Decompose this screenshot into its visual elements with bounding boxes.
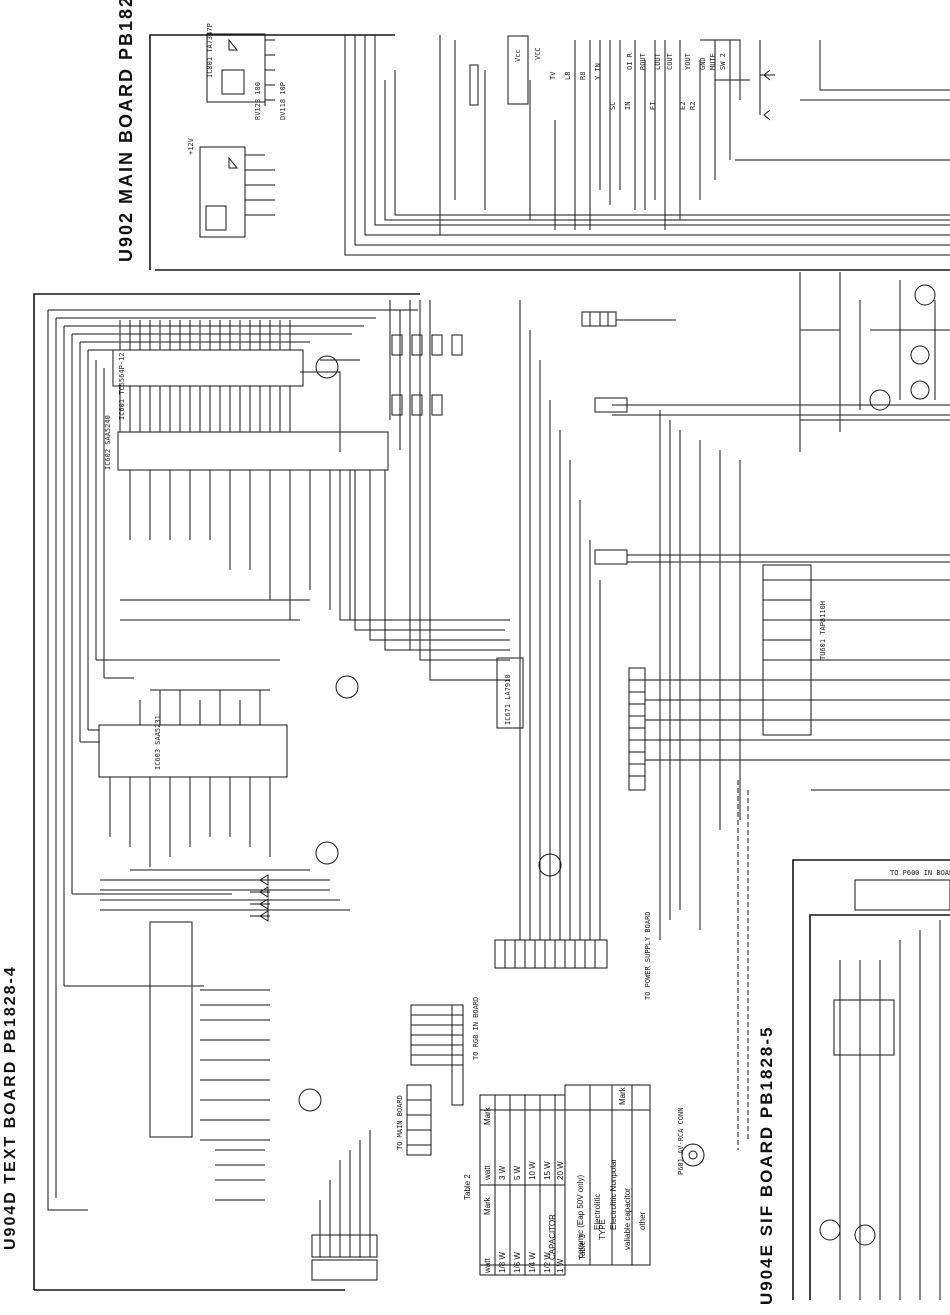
middle-connectors — [494, 300, 950, 1300]
svg-text:R8: R8 — [579, 72, 587, 80]
svg-text:ROUT: ROUT — [639, 52, 647, 70]
res-header-watt: watt — [483, 1258, 492, 1274]
res-row-watt2: 15 W — [543, 1161, 552, 1180]
main-board-outline — [149, 34, 950, 271]
ic602-body — [117, 431, 389, 471]
res-header-mark2: Mark — [483, 1106, 492, 1125]
res-row-watt: 1/8 W — [498, 1252, 507, 1273]
svg-text:R2: R2 — [689, 102, 697, 110]
text-board-outline — [33, 293, 420, 1291]
tuner-block — [762, 564, 812, 736]
jack-label: P601 AV-RCA CONN — [677, 1108, 685, 1175]
conn-mid-2 — [594, 549, 628, 565]
dv-label: DV118 10P — [279, 82, 287, 120]
text-board-title: U904D TEXT BOARD PB1828-4 — [2, 965, 19, 1250]
ic602-label: IC602 SAA5240 — [104, 415, 112, 470]
resistor-table-text: Table 2 watt Mark watt Mark 1/8 W 1/6 W … — [463, 1106, 565, 1274]
svg-text:OI R: OI R — [626, 52, 634, 70]
capacitor-table-text: CAPACITOR Table 3 TYPE Mark ceramic (Eap… — [548, 1086, 647, 1260]
svg-text:SW 2: SW 2 — [719, 53, 727, 70]
svg-text:E2: E2 — [679, 102, 687, 110]
main-board-title: U902 MAIN BOARD PB1823 — [116, 0, 136, 262]
svg-text:Vcc: Vcc — [514, 49, 522, 62]
cap-title: Table 3 — [578, 1234, 587, 1260]
svg-text:EI: EI — [649, 102, 657, 110]
conn-ladder — [628, 667, 646, 791]
svg-text:L8: L8 — [564, 72, 572, 80]
res-header-watt2: watt — [483, 1165, 492, 1181]
svg-text:TV: TV — [549, 71, 557, 80]
main-board-circuit — [199, 33, 950, 452]
svg-text:VCC: VCC — [534, 47, 542, 60]
svg-text:SC: SC — [609, 102, 617, 110]
conn-top-right — [581, 311, 617, 327]
ic603-label: IC603 SAA5231 — [154, 715, 162, 770]
res-row-watt: 1/4 W — [528, 1252, 537, 1273]
sif-board-outline — [792, 859, 950, 1300]
svg-text:IN: IN — [624, 102, 632, 110]
ic801-body — [507, 35, 529, 105]
board-outlines — [33, 34, 950, 1300]
res-row-watt: 1/2 W — [543, 1252, 552, 1273]
resistor-table — [479, 1094, 566, 1276]
svg-text:GND: GND — [699, 57, 707, 70]
res-header-mark: Mark — [483, 1196, 492, 1215]
conn-power-label: TO POWER SUPPLY BOARD — [644, 911, 652, 1000]
component-text: IC801 TA7347P IC601 TC5564P-12 IC602 SAA… — [104, 23, 950, 1175]
text-board-circuit — [47, 300, 562, 1281]
cap-row: other — [638, 1211, 647, 1230]
cap-row: ceramic (Eap 50V only) — [576, 1175, 585, 1258]
conn-main-label: TO MAIN BOARD — [396, 1095, 404, 1150]
svg-text:MUTE: MUTE — [709, 53, 717, 70]
svg-text:LOUT: LOUT — [654, 52, 662, 70]
svg-text:COUT: COUT — [666, 52, 674, 70]
res-row-watt2: 20 W — [556, 1161, 565, 1180]
ic601-body — [112, 349, 304, 387]
ic801-label: IC801 TA7347P — [206, 23, 214, 78]
cap-header-type: TYPE — [598, 1219, 607, 1240]
ic604-body — [149, 921, 193, 1138]
cap-row: Electrolitic Nonpolar — [609, 1159, 618, 1230]
ic671-label: IC671 LA7910 — [504, 674, 512, 725]
res-title: Table 2 — [463, 1174, 472, 1200]
ic603-body — [98, 724, 288, 778]
conn-bottom-row — [494, 939, 608, 969]
cap-row: Electrolitic — [593, 1194, 602, 1230]
svg-text:YOUT: YOUT — [684, 52, 692, 70]
rv-label: RV128 100 — [254, 82, 262, 120]
text-bottom-connector — [311, 1234, 378, 1258]
conn-rgb-label: TO RGB IN BOARD — [472, 997, 480, 1060]
tuner-label: TU601 TAP8110H — [819, 601, 827, 660]
pin-text: Vcc VCC TV L8 R8 Y IN SC IN EI E2 R2 GND… — [514, 47, 727, 110]
supply-label: +12V — [187, 137, 195, 155]
cap-header-mark: Mark — [618, 1086, 627, 1105]
cap-caption: CAPACITOR — [548, 1214, 557, 1260]
res-row-watt2: 3 W — [498, 1165, 507, 1180]
cap-row: valiable capacitor — [623, 1188, 632, 1250]
res-row-watt2: 10 W — [528, 1161, 537, 1180]
res-row-watt2: 5 W — [513, 1165, 522, 1180]
res-row-watt: 1/6 W — [513, 1252, 522, 1273]
sif-ic-body — [496, 657, 524, 729]
ic601-label: IC601 TC5564P-12 — [118, 353, 126, 420]
conn-sif-label: TO P600 IN BOARD — [890, 869, 950, 877]
res-row-watt: 1 W — [556, 1258, 565, 1273]
relay-block-lower — [199, 146, 246, 238]
sif-board-title: U904E SIF BOARD PB1828-5 — [757, 1025, 776, 1305]
svg-text:Y IN: Y IN — [594, 63, 602, 80]
